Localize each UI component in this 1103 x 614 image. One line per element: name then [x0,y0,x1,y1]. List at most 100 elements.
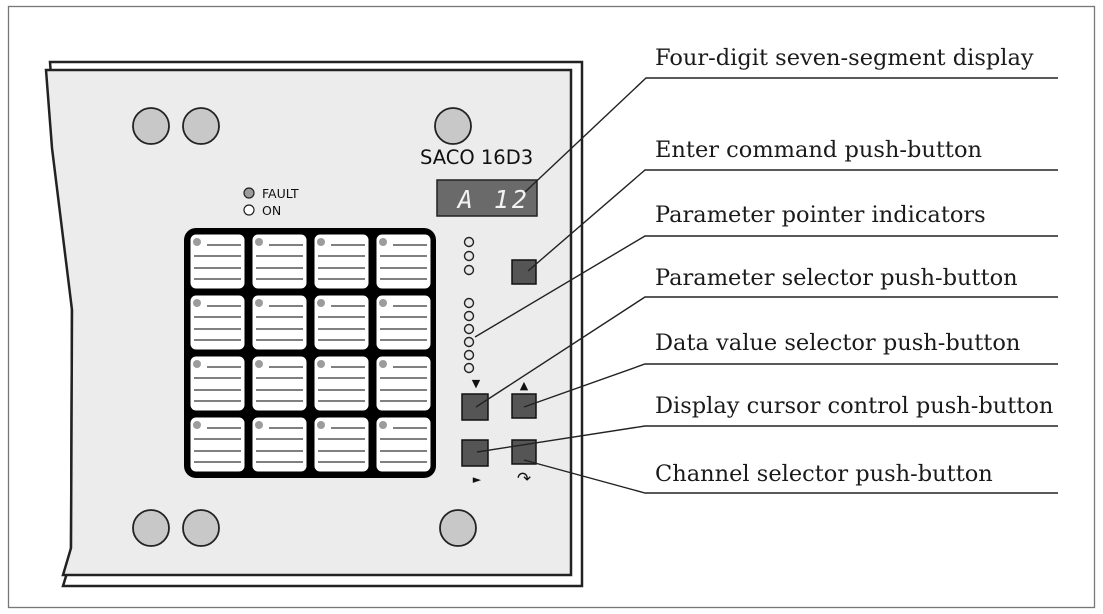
cursor-control-button[interactable] [461,439,489,467]
on-led [243,204,255,216]
pointer-led [463,264,475,276]
leader-line [474,235,1058,338]
model-label: SACO 16D3 [420,146,533,169]
setting-key-face [375,416,432,473]
callout-label: Channel selector push-button [655,461,993,487]
setting-key-face [189,355,246,412]
setting-key-face [189,294,246,351]
key-led [317,299,325,307]
parameter-selector-button[interactable] [461,393,489,421]
setting-key[interactable] [251,355,308,412]
setting-key-face [251,355,308,412]
data-value-selector-button[interactable] [511,393,537,419]
key-led [193,421,201,429]
mounting-hole [439,509,477,547]
mounting-holes [132,107,477,547]
enter-button[interactable] [511,259,537,285]
setting-key[interactable] [375,355,432,412]
key-led [193,238,201,246]
setting-key[interactable] [375,294,432,351]
setting-key-face [375,233,432,290]
setting-key[interactable] [313,416,370,473]
setting-key[interactable] [251,294,308,351]
key-led [255,360,263,368]
pointer-led [463,297,475,309]
right-arrow-icon: ► [473,473,482,486]
pointer-led [463,336,475,348]
callout-label: Display cursor control push-button [655,393,1053,419]
callout-labels: Four-digit seven-segment display Enter c… [655,45,1053,487]
setting-key[interactable] [189,233,246,290]
leader-line [527,169,1058,272]
setting-key[interactable] [251,416,308,473]
setting-key[interactable] [189,355,246,412]
setting-key-face [189,233,246,290]
setting-key-face [251,294,308,351]
setting-key-face [251,416,308,473]
key-led [379,360,387,368]
callout-label: Parameter selector push-button [655,265,1018,291]
setting-key[interactable] [313,355,370,412]
setting-key[interactable] [375,233,432,290]
status-indicators: FAULT ON [243,186,299,218]
setting-key[interactable] [313,294,370,351]
key-led [255,421,263,429]
pointer-led [463,323,475,335]
fault-label: FAULT [262,186,299,201]
setting-key-face [313,416,370,473]
pointer-led [463,310,475,322]
pointer-led [463,236,475,248]
setting-key-face [189,416,246,473]
setting-key[interactable] [189,416,246,473]
leader-line [475,296,1058,408]
setting-key-face [375,294,432,351]
key-led [317,421,325,429]
push-buttons [461,259,537,467]
parameter-pointer-indicators [463,236,475,374]
mounting-hole [132,107,170,145]
key-led [317,238,325,246]
setting-key[interactable] [313,233,370,290]
figure-frame [7,5,1096,609]
key-led [379,421,387,429]
callout-leaders [474,77,1058,494]
mounting-hole [182,107,220,145]
setting-key[interactable] [375,416,432,473]
pointer-led [463,349,475,361]
setting-key-face [313,233,370,290]
leader-line [524,77,1058,193]
callout-label: Four-digit seven-segment display [655,45,1034,71]
key-led [379,238,387,246]
setting-key-face [375,355,432,412]
up-arrow-icon: ▲ [520,379,529,392]
callout-label: Data value selector push-button [655,330,1020,356]
down-arrow-icon: ▼ [472,377,481,390]
seven-segment-display: A 12 [436,179,538,217]
key-led [255,238,263,246]
key-led [317,360,325,368]
callout-label: Parameter pointer indicators [655,202,986,228]
pointer-led [463,362,475,374]
key-led [193,360,201,368]
leader-line [523,459,1058,494]
key-led [193,299,201,307]
callout-label: Enter command push-button [655,137,982,163]
leader-line [476,425,1058,453]
key-grid-frame [184,228,436,478]
setting-key-face [313,355,370,412]
display-window [436,179,538,217]
leader-line [523,363,1058,408]
setting-key[interactable] [251,233,308,290]
setting-key-face [313,294,370,351]
key-led [255,299,263,307]
fault-led [243,187,255,199]
display-readout: A 12 [456,185,530,214]
setting-key-face [251,233,308,290]
pointer-led [463,250,475,262]
on-label: ON [262,203,281,218]
setting-key-grid [184,228,436,478]
channel-rotate-icon: ↷ [517,469,531,489]
mounting-hole [182,509,220,547]
setting-key[interactable] [189,294,246,351]
